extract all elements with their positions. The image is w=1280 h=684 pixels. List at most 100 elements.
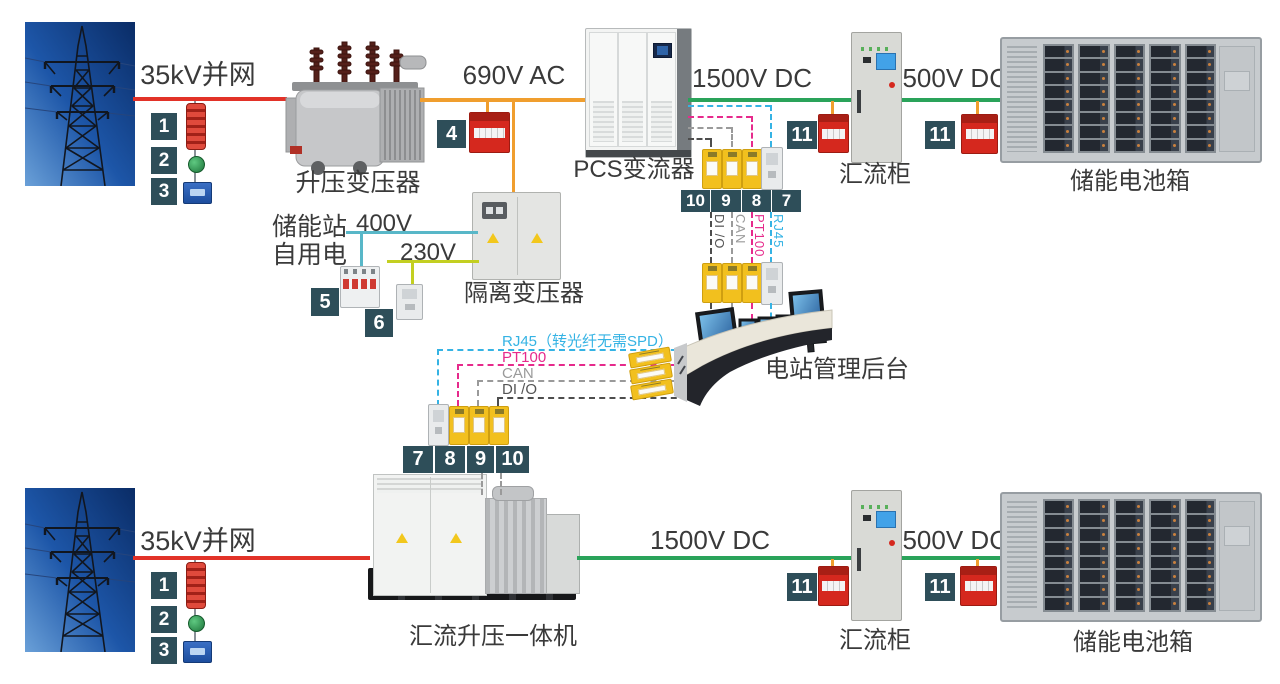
rj45-spd-icon xyxy=(761,262,783,305)
signal-spd-icon xyxy=(449,406,469,445)
dc-spd-icon xyxy=(960,566,997,606)
badge-10-bottom: 10 xyxy=(496,446,529,473)
can-elbow-h xyxy=(688,127,732,129)
label-can-vertical: CAN xyxy=(733,214,748,245)
dio-elbow-v xyxy=(710,138,712,147)
label-isolation-transformer: 隔离变压器 xyxy=(464,280,584,307)
bus-1500v-top xyxy=(688,98,1000,102)
red-indicator-icon xyxy=(889,540,895,546)
ac-spd-icon-4 xyxy=(469,112,510,153)
label-1500v-dc-bottom-1: 1500V DC xyxy=(650,525,770,555)
rj45-drop-bottom xyxy=(437,349,439,406)
badge-7-bottom: 7 xyxy=(403,446,433,473)
can-drop-bottom xyxy=(477,380,479,406)
warning-triangle-icon xyxy=(396,533,408,543)
signal-spd-icon xyxy=(722,149,742,189)
label-rj45-note: RJ45（转光纤无需SPD） xyxy=(502,333,673,350)
signal-spd-icon xyxy=(469,406,489,445)
label-combiner-top: 汇流柜 xyxy=(839,161,911,188)
bus-35kv-top xyxy=(133,97,287,101)
bus-400v xyxy=(346,231,478,234)
can-elbow-v xyxy=(731,127,733,147)
label-pt100: PT100 xyxy=(502,349,547,366)
door-handle-icon xyxy=(857,90,861,113)
combiner-screen-icon xyxy=(876,511,896,528)
warning-triangle-icon xyxy=(487,233,499,243)
arrester-chain-line-bottom xyxy=(194,560,196,660)
label-35kv-bottom: 35kV并网 xyxy=(140,526,256,556)
red-indicator-icon xyxy=(889,82,895,88)
badge-3-top: 3 xyxy=(151,178,177,205)
pt100-console-stub xyxy=(751,303,753,331)
label-690v-ac: 690V AC xyxy=(462,60,566,90)
label-aux-line2: 自用电 xyxy=(272,241,348,269)
badge-9-bottom: 9 xyxy=(467,446,494,473)
dio-elbow-h xyxy=(688,138,711,140)
signal-spd-icon xyxy=(722,263,742,303)
badge-3-bottom: 3 xyxy=(151,637,177,664)
monitor-device-icon-top xyxy=(188,156,205,173)
label-can: CAN xyxy=(502,365,534,382)
integrated-unit-image xyxy=(368,474,580,622)
label-aux-line1: 储能站 xyxy=(272,213,348,241)
spd11-stub xyxy=(976,559,979,568)
door-handle-icon xyxy=(857,548,861,571)
label-1500v-dc-top-1: 1500V DC xyxy=(692,63,812,93)
badge-7-top: 7 xyxy=(772,190,801,212)
pt100-line-h xyxy=(457,364,687,366)
isolation-feed-line xyxy=(512,101,515,194)
pt100-elbow-h xyxy=(688,116,752,118)
signal-spd-icon xyxy=(702,263,722,303)
control-panel-icon xyxy=(482,202,507,219)
label-console: 电站管理后台 xyxy=(765,356,909,383)
can-line-h xyxy=(477,380,687,382)
rj45-drop xyxy=(770,212,772,263)
warning-triangle-icon xyxy=(450,533,462,543)
surge-arrester-icon-bottom xyxy=(186,562,206,609)
indicator-leds-icon xyxy=(861,505,893,509)
label-combiner-bottom: 汇流柜 xyxy=(839,627,911,654)
label-pcs: PCS变流器 xyxy=(573,156,695,183)
indicator-leds-icon xyxy=(861,47,893,51)
bus-230v xyxy=(387,260,479,263)
signal-spd-icon xyxy=(702,149,722,189)
vent-grille-icon xyxy=(1007,46,1037,152)
console-image xyxy=(674,289,833,406)
badge-6: 6 xyxy=(365,309,393,337)
badge-8-bottom: 8 xyxy=(435,446,465,473)
label-rj45-vertical: RJ45 xyxy=(771,214,786,249)
arrester-chain-line-top xyxy=(194,101,196,201)
can-drop xyxy=(731,212,733,263)
combiner-cabinet-image-bottom xyxy=(851,490,902,621)
transmission-tower-photo-bottom xyxy=(25,488,135,652)
label-dio-vertical: DI /O xyxy=(712,214,727,250)
rj45-console-stub xyxy=(770,303,772,328)
spd11-stub xyxy=(831,559,834,568)
label-35kv-top: 35kV并网 xyxy=(140,60,256,90)
combiner-screen-icon xyxy=(876,53,896,70)
bus-690v-top xyxy=(420,98,590,102)
badge-2-top: 2 xyxy=(151,147,177,174)
badge-8-top: 8 xyxy=(742,190,771,212)
rj45-elbow-v xyxy=(770,105,772,147)
dc-spd-icon xyxy=(961,114,998,154)
bus-35kv-bottom xyxy=(133,556,370,560)
badge-9-top: 9 xyxy=(711,190,741,212)
signal-spd-icon xyxy=(489,406,509,445)
badge-4: 4 xyxy=(437,120,466,148)
label-step-up-transformer: 升压变压器 xyxy=(295,169,421,197)
pt100-drop-bottom xyxy=(457,364,459,406)
badge-11-top-right: 11 xyxy=(925,121,955,149)
label-1500v-dc-bottom-2: 1500V DC xyxy=(888,525,1008,555)
label-battery-bottom: 储能电池箱 xyxy=(1073,629,1193,656)
rj45-line-h xyxy=(437,349,687,351)
combiner-cabinet-image-top xyxy=(851,32,902,163)
spd5-stub xyxy=(360,233,363,267)
label-pt100-vertical: PT100 xyxy=(752,214,767,258)
vent-grille-icon xyxy=(1007,501,1037,611)
dc-spd-icon xyxy=(818,566,849,606)
badge-11-top-left: 11 xyxy=(787,121,817,149)
badge-11-bottom-right: 11 xyxy=(925,573,955,601)
unit-signal-stub-1 xyxy=(481,473,483,495)
